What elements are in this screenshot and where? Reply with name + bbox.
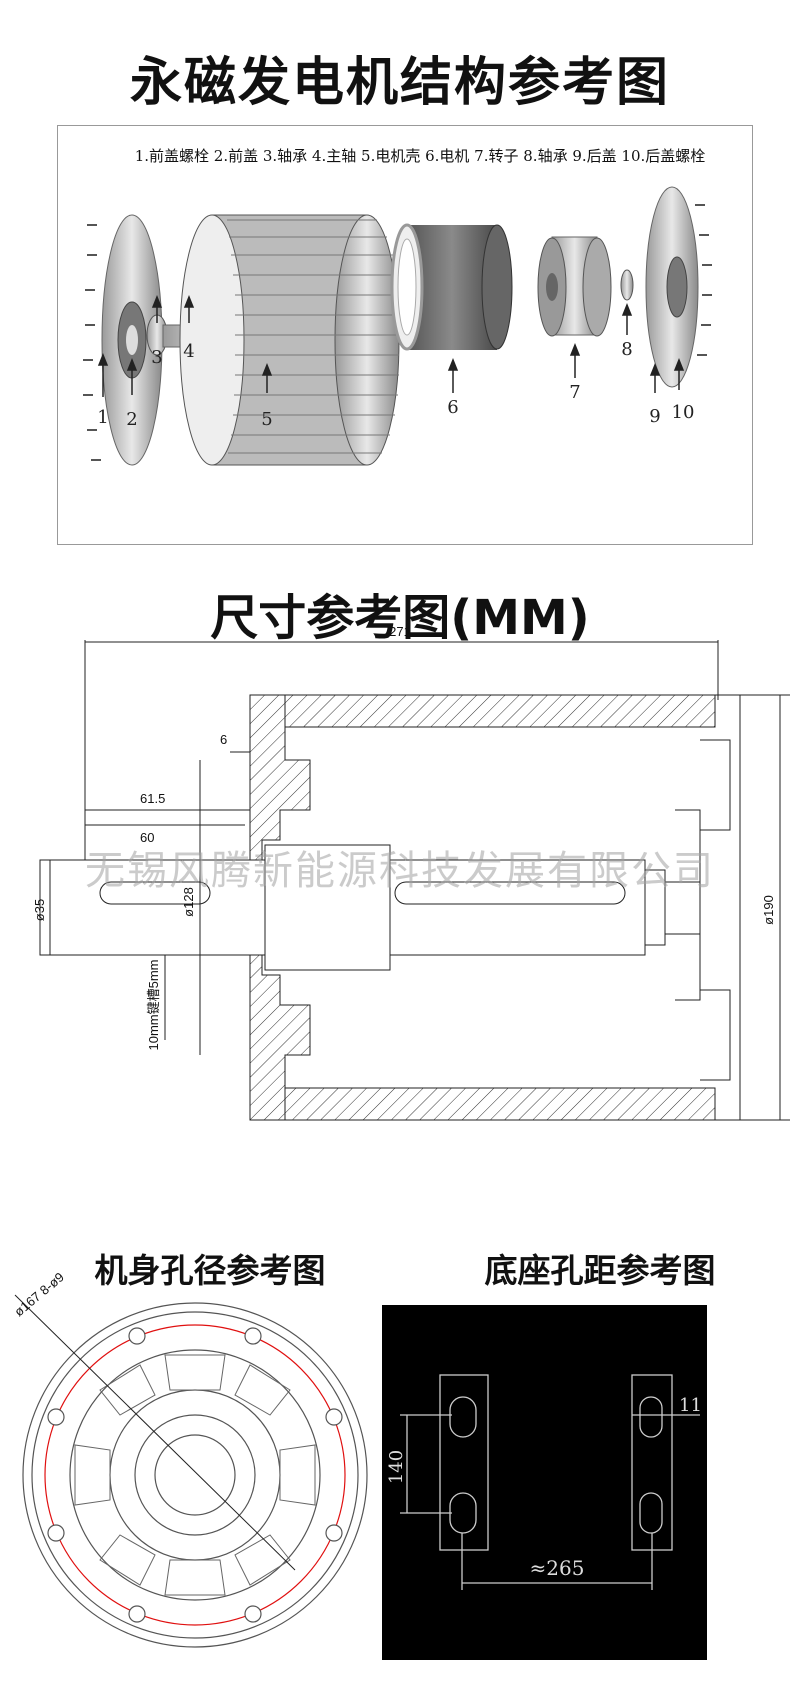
base-width-label: 11 — [679, 1395, 702, 1416]
part-number: 2 — [126, 409, 137, 430]
dim-6: 6 — [220, 732, 227, 747]
part-number: 10 — [672, 402, 695, 423]
base-holes-title: 底座孔距参考图 — [484, 1251, 716, 1290]
rear-cover-bolts — [695, 204, 712, 356]
body-holes-diagram: ø167 8-ø9 — [11, 1269, 368, 1648]
part-number: 3 — [151, 347, 162, 368]
dimensions-title: 尺寸参考图(MM) — [210, 590, 590, 646]
part-number: 5 — [261, 409, 272, 430]
dim-61-5: 61.5 — [140, 791, 165, 806]
exploded-view-diagram: 1 2 3 4 5 6 7 8 9 10 — [57, 125, 753, 545]
dim-60: 60 — [140, 830, 154, 845]
base-diagram-background — [382, 1305, 707, 1660]
body-holes-title: 机身孔径参考图 — [94, 1251, 326, 1290]
structure-title: 永磁发电机结构参考图 — [129, 53, 670, 113]
mounting-holes — [47, 1327, 343, 1623]
ventilation-slots — [74, 1354, 316, 1596]
part-number: 4 — [183, 341, 194, 362]
base-distance-label: ≈265 — [530, 1556, 585, 1580]
dim-flange-diameter: ø128 — [181, 887, 196, 917]
base-holes-diagram: 140 11 ≈265 — [382, 1305, 707, 1660]
base-foot-left — [439, 1374, 489, 1551]
front-cover-bolts — [83, 224, 101, 461]
dim-shaft-diameter: ø35 — [32, 899, 47, 921]
motor-housing — [179, 214, 400, 466]
dim-overall-length: 271 — [389, 624, 411, 639]
parts-legend: 1.前盖螺栓 2.前盖 3.轴承 4.主轴 5.电机壳 6.电机 7.转子 8.… — [134, 147, 706, 165]
part-arrows — [97, 294, 685, 397]
rear-cover — [645, 186, 699, 388]
part-number: 1 — [97, 407, 108, 428]
rear-bearing — [620, 269, 634, 301]
part-number: 6 — [447, 397, 458, 418]
part-number: 7 — [569, 382, 580, 403]
base-spacing-label: 140 — [386, 1450, 407, 1484]
cross-section-drawing: 271 6 61.5 60 ø35 ø128 ø190 10mm键槽5mm — [32, 624, 790, 1121]
stator — [390, 223, 513, 351]
part-number: 9 — [649, 406, 660, 427]
part-number: 8 — [621, 339, 632, 360]
rotor — [537, 236, 612, 337]
bolt-circle — [44, 1324, 346, 1626]
dim-body-diameter: ø190 — [761, 895, 776, 925]
dim-key: 10mm键槽5mm — [146, 959, 161, 1050]
watermark: 无锡风腾新能源科技发展有限公司 — [85, 848, 715, 894]
